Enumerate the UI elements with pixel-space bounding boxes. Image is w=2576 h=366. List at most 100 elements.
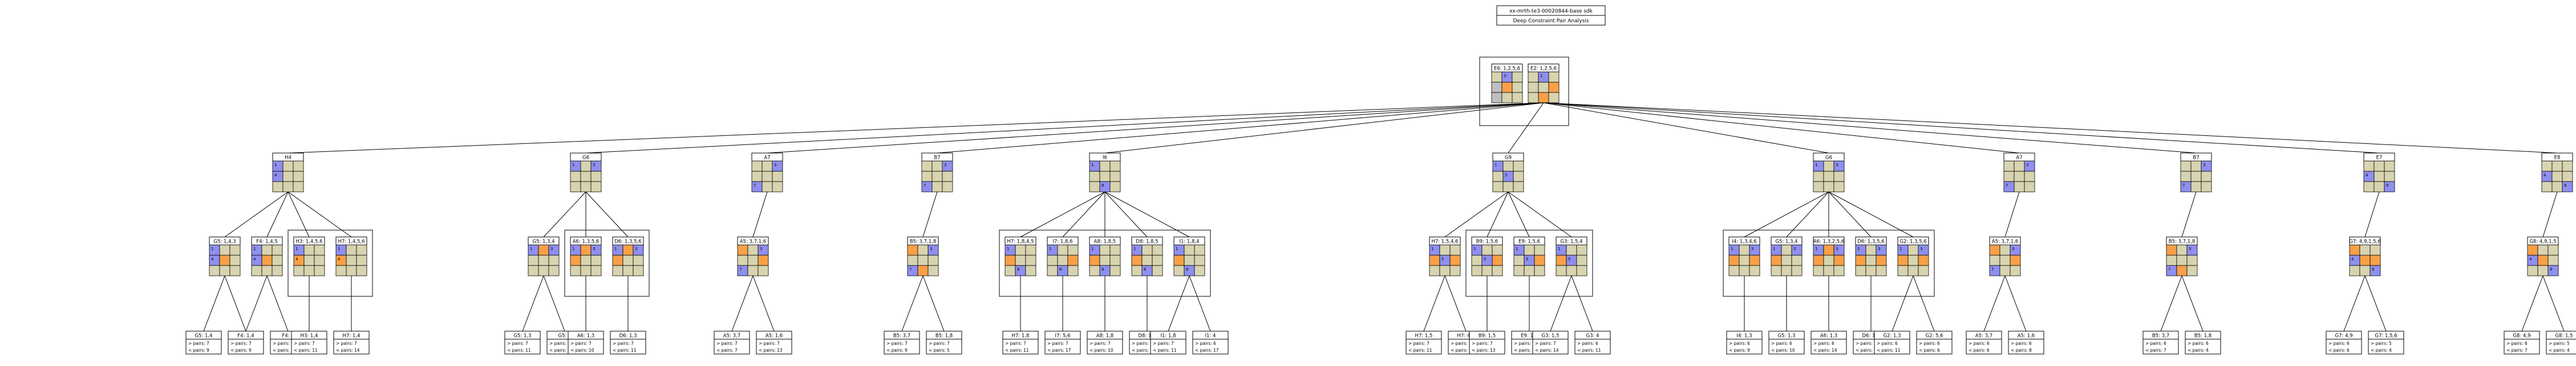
leaf-info-text: > pairs: 7 bbox=[1514, 341, 1535, 346]
root-edge bbox=[1543, 102, 2197, 154]
grid-cell bbox=[737, 244, 748, 256]
grid-cell bbox=[580, 181, 592, 192]
leaf-label: G3: 1,5 bbox=[1541, 333, 1559, 339]
grid-cell bbox=[2190, 160, 2202, 172]
grid-cell bbox=[1855, 265, 1866, 276]
grid-cell bbox=[1907, 265, 1919, 276]
grid-cell bbox=[1481, 244, 1493, 256]
grid-cell bbox=[2562, 171, 2573, 182]
leaf-edge bbox=[1550, 275, 1572, 332]
leaf-label: H7: 1,8 bbox=[1012, 333, 1030, 339]
leaf-info-text: > pairs: 7 bbox=[886, 341, 908, 346]
grid-cell bbox=[356, 244, 367, 256]
grid-cell bbox=[2537, 244, 2549, 256]
cell-number: 7 bbox=[1991, 267, 1994, 272]
grid-cell bbox=[772, 171, 783, 182]
cell-number: 1 bbox=[338, 247, 340, 251]
grid-cell bbox=[1876, 255, 1887, 266]
level2-node: G3: 1,5,415 bbox=[1556, 236, 1587, 276]
node-label: H3: 1,4,5,6 bbox=[295, 239, 322, 245]
leaf-info-box bbox=[714, 339, 750, 355]
leaf-info-text: > pairs: 6 bbox=[549, 341, 570, 346]
leaf-edge bbox=[203, 275, 225, 332]
grid-cell bbox=[751, 171, 763, 182]
grid-cell bbox=[2359, 265, 2371, 276]
grid-cell bbox=[758, 265, 769, 276]
grid-cell bbox=[303, 265, 315, 276]
leaf-node: A5: 3,7> pairs: 6< pairs: 6 bbox=[1966, 331, 2002, 355]
node-label: H7: 1,8,4,5 bbox=[1007, 239, 1034, 245]
cell-number: 1 bbox=[572, 163, 574, 167]
root-edge bbox=[1104, 102, 1544, 154]
leaf-label: H7: 1,5 bbox=[1415, 333, 1433, 339]
level2-node: H7: 1,4,5,614 bbox=[335, 236, 367, 276]
grid-cell bbox=[1152, 255, 1163, 266]
leaf-info-text: < pairs: 11 bbox=[1451, 348, 1475, 353]
grid-cell bbox=[2014, 171, 2025, 182]
leaf-edge bbox=[1983, 275, 2006, 332]
leaf-info-text: > pairs: 6 bbox=[1919, 341, 1940, 346]
grid-cell bbox=[580, 255, 592, 266]
leaf-info-text: < pairs: 7 bbox=[1856, 348, 1877, 353]
grid-cell bbox=[219, 265, 230, 276]
grid-cell bbox=[1067, 244, 1079, 256]
grid-cell bbox=[219, 244, 230, 256]
child-edge bbox=[1487, 191, 1509, 238]
grid-cell bbox=[2003, 160, 2015, 172]
grid-cell bbox=[303, 244, 315, 256]
grid-cell bbox=[1491, 82, 1502, 93]
node-label: D8: 1,8,5 bbox=[1136, 239, 1158, 245]
leaf-label: B5: 3,7 bbox=[893, 333, 910, 339]
leaf-info-box bbox=[1406, 339, 1442, 355]
leaf-edge bbox=[1423, 275, 1445, 332]
node-label: B7 bbox=[2193, 155, 2199, 161]
cell-number: 3 bbox=[2012, 247, 2014, 251]
leaf-info-text: < pairs: 11 bbox=[1577, 348, 1601, 353]
grid-cell bbox=[1491, 71, 1502, 83]
cell-number: 4 bbox=[295, 257, 298, 262]
leaf-info-box bbox=[228, 339, 264, 355]
level2-node: A5: 3,7,1,637 bbox=[737, 236, 769, 276]
grid-cell bbox=[590, 181, 602, 192]
root-node: E6: 1,2,5,63 bbox=[1491, 63, 1523, 103]
grid-cell bbox=[931, 160, 943, 172]
grid-cell bbox=[622, 265, 634, 276]
grid-cell bbox=[229, 255, 241, 266]
grid-cell bbox=[1823, 244, 1834, 256]
leaf-label: A6: 1,3 bbox=[1820, 333, 1837, 339]
grid-cell bbox=[772, 181, 783, 192]
leaf-node: G8: 4,9> pairs: 6< pairs: 7 bbox=[2504, 331, 2540, 355]
leaf-info-text: < pairs: 14 bbox=[1535, 348, 1559, 353]
leaf-info-text: < pairs: 11 bbox=[1153, 348, 1177, 353]
level2-node: D8: 1,8,518 bbox=[1131, 236, 1163, 276]
child-edge bbox=[1508, 191, 1530, 238]
cell-number: 3 bbox=[930, 247, 932, 251]
leaf-node: B5: 3,7> pairs: 7< pairs: 9 bbox=[884, 331, 920, 355]
leaf-info-text: < pairs: 14 bbox=[549, 348, 573, 353]
leaf-info-text: < pairs: 14 bbox=[1132, 348, 1156, 353]
leaf-info-box bbox=[2504, 339, 2540, 355]
grid-cell bbox=[2014, 160, 2025, 172]
leaf-node: G7: 4,9> pairs: 6< pairs: 6 bbox=[2326, 331, 2362, 355]
leaf-info-text: < pairs: 17 bbox=[1195, 348, 1219, 353]
grid-cell bbox=[1823, 181, 1834, 192]
cell-number: 4 bbox=[2351, 257, 2354, 262]
level2-node: I1: 1,8,418 bbox=[1173, 236, 1205, 276]
node-label: I4: 1,3,4,6 bbox=[1732, 239, 1756, 245]
grid-cell bbox=[1025, 265, 1036, 276]
leaf-info-box bbox=[1469, 339, 1505, 355]
child-edge bbox=[1104, 191, 1148, 238]
leaf-info-text: > pairs: 5 bbox=[2371, 341, 2392, 346]
leaf-node: G5: 1,4> pairs: 7< pairs: 9 bbox=[185, 331, 222, 355]
cell-number: 7 bbox=[2006, 183, 2008, 188]
grid-cell bbox=[293, 265, 305, 276]
grid-cell bbox=[272, 255, 283, 266]
leaf-node: G2: 5,6> pairs: 6< pairs: 6 bbox=[1916, 331, 1953, 355]
leaf-info-text: < pairs: 8 bbox=[2011, 348, 2032, 353]
cell-number: 5 bbox=[1484, 257, 1486, 262]
grid-cell bbox=[314, 244, 325, 256]
